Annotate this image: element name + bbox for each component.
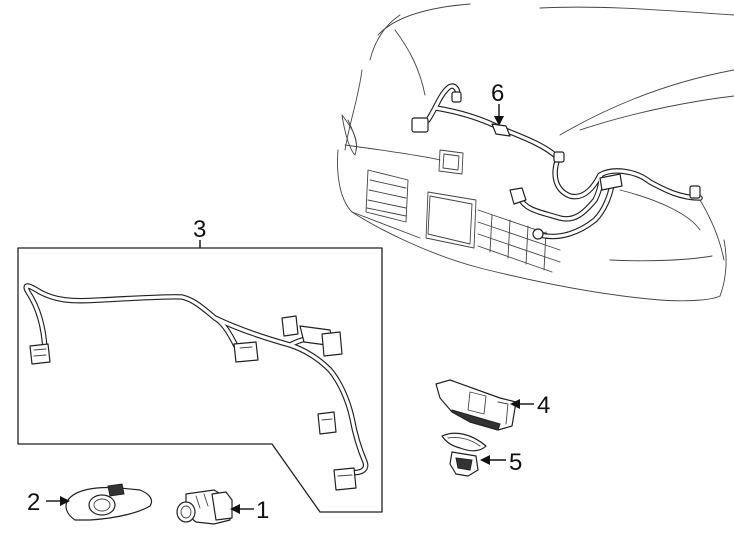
callout-1-label: 1 bbox=[256, 497, 269, 524]
part-3-harness-callout-box bbox=[17, 247, 383, 513]
callout-3: 3 bbox=[193, 216, 206, 248]
callout-4: 4 bbox=[510, 392, 550, 419]
part-6-bumper-wiring-harness bbox=[411, 83, 703, 240]
part-3-parking-sensor-harness bbox=[23, 283, 369, 491]
callout-1: 1 bbox=[230, 497, 269, 524]
callout-4-label: 4 bbox=[537, 392, 550, 419]
callout-5-label: 5 bbox=[509, 449, 522, 476]
callout-2-label: 2 bbox=[27, 489, 40, 516]
callout-3-label: 3 bbox=[193, 216, 206, 243]
callout-6: 6 bbox=[491, 80, 504, 126]
part-1-parking-sensor bbox=[176, 489, 233, 525]
callout-5: 5 bbox=[480, 449, 522, 476]
part-4-sensor-retainer bbox=[435, 379, 517, 431]
part-2-sensor-bezel bbox=[65, 483, 153, 521]
callout-6-label: 6 bbox=[491, 80, 504, 107]
callout-2: 2 bbox=[27, 489, 70, 516]
vehicle-front-bumper-illustration bbox=[337, 3, 734, 302]
part-5-sensor-bracket bbox=[441, 432, 487, 477]
